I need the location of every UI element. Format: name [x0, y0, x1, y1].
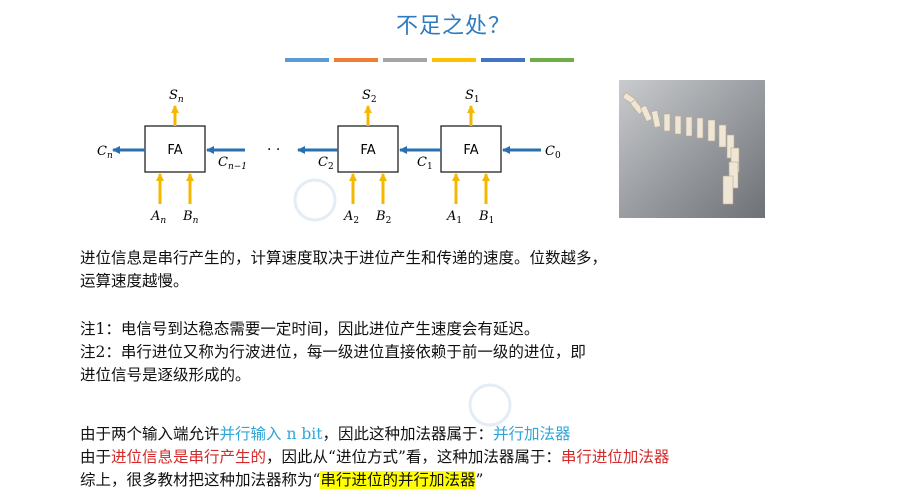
input-label-a2: A2 — [343, 209, 359, 226]
carry-label-c1: C1 — [417, 155, 433, 172]
note-2-line-1: 注2：串行进位又称为行波进位，每一级进位直接依赖于前一级的进位，即 — [80, 343, 586, 361]
carry-label-c2: C2 — [318, 155, 334, 172]
input-label-b2: B2 — [375, 209, 391, 226]
parallel-input-text: 并行输入 n bit — [219, 425, 323, 443]
output-label-s1: S1 — [465, 88, 480, 105]
ripple-carry-adder-diagram: FA FA FA Sn S2 S1 An Bn A2 B2 A1 B1 · · … — [97, 88, 561, 226]
fa-label-2: FA — [360, 143, 375, 158]
output-label-sn: Sn — [169, 88, 184, 105]
carry-label-cn1: Cn−1 — [218, 155, 247, 172]
domino-photo — [619, 80, 765, 218]
output-label-s2: S2 — [362, 88, 377, 105]
parallel-adder-text: 并行加法器 — [492, 425, 571, 443]
serial-carry-info-text: 进位信息是串行产生的 — [111, 448, 267, 466]
summary: 由于两个输入端允许并行输入 n bit，因此这种加法器属于：并行加法器 由于进位… — [80, 423, 669, 492]
color-bar-2 — [334, 58, 378, 62]
summary-line-c: 综上，很多教材把这种加法器称为“串行进位的并行加法器” — [80, 471, 484, 489]
p1-line-2: 运算速度越慢。 — [80, 272, 189, 290]
input-label-b1: B1 — [478, 209, 494, 226]
p1-line-1: 进位信息是串行产生的，计算速度取决于进位产生和传递的速度。位数越多， — [80, 249, 608, 267]
input-label-an: An — [150, 209, 166, 226]
ellipsis: · · — [267, 142, 280, 158]
color-bar-3 — [383, 58, 427, 62]
input-label-a1: A1 — [446, 209, 462, 226]
page-title: 不足之处？ — [395, 14, 511, 39]
color-bar-1 — [285, 58, 329, 62]
watermark-left — [293, 178, 337, 222]
watermark-center — [468, 383, 512, 427]
fa-label-n: FA — [167, 143, 182, 158]
summary-line-b: 由于进位信息是串行产生的，因此从“进位方式”看，这种加法器属于：串行进位加法器 — [80, 448, 670, 466]
color-bar-6 — [530, 58, 574, 62]
paragraph-1: 进位信息是串行产生的，计算速度取决于进位产生和传递的速度。位数越多， 运算速度越… — [80, 247, 607, 293]
summary-line-a: 由于两个输入端允许并行输入 n bit，因此这种加法器属于：并行加法器 — [80, 425, 571, 443]
color-bar-5 — [481, 58, 525, 62]
fa-label-1: FA — [463, 143, 478, 158]
notes: 注1：电信号到达稳态需要一定时间，因此进位产生速度会有延迟。 注2：串行进位又称… — [80, 318, 586, 387]
input-label-bn: Bn — [182, 209, 199, 226]
note-1: 注1：电信号到达稳态需要一定时间，因此进位产生速度会有延迟。 — [80, 320, 540, 338]
note-2-line-2: 进位信号是逐级形成的。 — [80, 366, 251, 384]
serial-carry-adder-text: 串行进位加法器 — [560, 448, 670, 466]
carry-label-c0: C0 — [545, 144, 561, 161]
highlighted-term: 串行进位的并行加法器 — [320, 471, 476, 489]
color-bar-4 — [432, 58, 476, 62]
carry-label-cn: Cn — [97, 144, 113, 161]
